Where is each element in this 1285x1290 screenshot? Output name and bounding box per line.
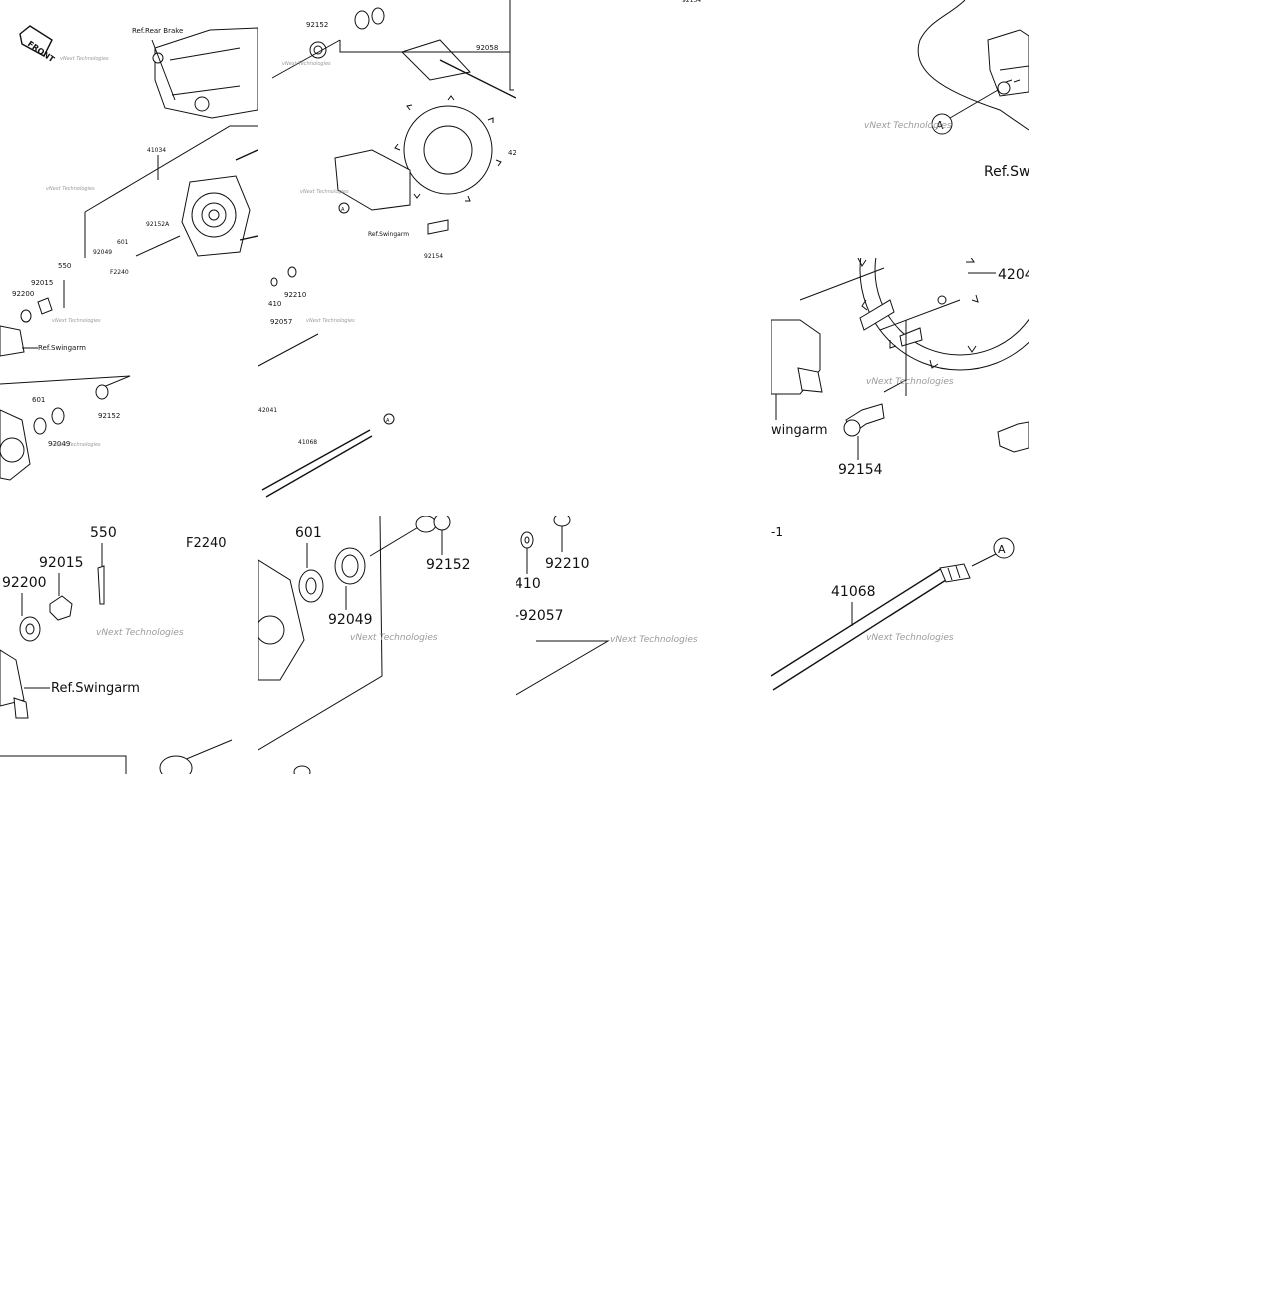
label-92049-a: 92049: [93, 249, 112, 256]
overview-tile-4: 92210 410 92057 42041 41068 A vNext Tech…: [258, 266, 395, 498]
label-92015: 92015: [39, 555, 84, 571]
label-92154-top: 92154: [424, 253, 443, 260]
label-92049-ov: 92049: [48, 440, 70, 448]
zoom-tile-swingarm: A Ref.Sw vNext Technologies: [864, 0, 1030, 180]
circle-a-axle: A: [998, 543, 1006, 556]
label-92049: 92049: [328, 612, 373, 628]
label-92152-top: 92152: [306, 21, 328, 29]
watermark-text: vNext Technologies: [866, 377, 954, 387]
overview-tile-3: 550 92015 92200 F2240 Ref.Swingarm 601 9…: [0, 262, 131, 481]
label-550: 550: [90, 525, 117, 541]
watermark-text: vNext Technologies: [300, 189, 349, 195]
label-1-partial: -1: [771, 525, 783, 539]
zoom-tile-washers: 410 92210 -92057 vNext Technologies: [514, 516, 698, 696]
label-601-a: 601: [117, 239, 129, 246]
watermark-text: vNext Technologies: [46, 186, 95, 192]
zoom-tile-cotter-nut: 550 92015 92200 F2240 Ref.Swingarm vNext…: [0, 525, 233, 774]
label-41068: 41068: [831, 584, 876, 600]
watermark-text: vNext Technologies: [60, 56, 109, 62]
fig-label: F2240: [186, 536, 227, 551]
label-92200-ov: 92200: [12, 290, 34, 298]
label-92152-ov: 92152: [98, 412, 120, 420]
label-92210: 92210: [545, 556, 590, 572]
circle-a-label: A: [341, 207, 345, 213]
watermark-text: vNext Technologies: [52, 442, 101, 448]
label-92210-ov: 92210: [284, 291, 306, 299]
watermark-text: vNext Technologies: [96, 628, 184, 638]
label-92154: 92154: [838, 462, 883, 478]
label-4204-partial: 4204: [998, 267, 1034, 283]
top-crop-label: 92154: [682, 0, 701, 4]
ref-swingarm-partial: Ref.Sw: [984, 164, 1030, 180]
label-41034: 41034: [147, 147, 166, 154]
label-41068-ov: 41068: [298, 439, 317, 446]
watermark-text: vNext Technologies: [350, 633, 438, 643]
zoom-tile-sprocket: 4204 wingarm 92154 vNext Technologies: [771, 258, 1034, 478]
overview-tile-1: FRONT Ref.Rear Brake 41034 92152A 601 92…: [19, 25, 258, 258]
zoom-tile-bearings: 601 92049 92152 vNext Technologies: [258, 516, 471, 774]
watermark-text: vNext Technologies: [282, 61, 331, 67]
label-92152a: 92152A: [146, 221, 170, 228]
label-550-ov: 550: [58, 262, 71, 270]
label-92015-ov: 92015: [31, 279, 53, 287]
watermark-text: vNext Technologies: [610, 635, 698, 645]
label-410: 410: [514, 576, 541, 592]
label-92057-ov: 92057: [270, 318, 292, 326]
label-92200: 92200: [2, 575, 47, 591]
watermark-text: vNext Technologies: [864, 121, 952, 131]
ref-rear-brake-label: Ref.Rear Brake: [132, 27, 183, 35]
label-601-ov: 601: [32, 396, 45, 404]
swingarm-partial-label: wingarm: [771, 423, 827, 438]
label-92057: -92057: [514, 608, 564, 624]
watermark-text: vNext Technologies: [306, 318, 355, 324]
watermark-text: vNext Technologies: [52, 318, 101, 324]
ref-swingarm-label: Ref.Swingarm: [51, 681, 140, 696]
watermark-text: vNext Technologies: [866, 633, 954, 643]
front-label: FRONT: [26, 39, 57, 64]
label-92058: 92058: [476, 44, 498, 52]
front-arrow-icon: FRONT: [19, 25, 57, 64]
circle-a-ov: A: [386, 418, 390, 424]
label-410-ov: 410: [268, 300, 281, 308]
ref-swingarm-label-ov: Ref.Swingarm: [38, 344, 86, 352]
ref-swingarm-label: Ref.Swingarm: [368, 231, 409, 238]
circle-a: A: [936, 119, 944, 132]
fig-label-ov: F2240: [110, 269, 129, 276]
zoom-tile-axle: -1 A 41068 vNext Technologies: [771, 525, 1015, 691]
label-92152: 92152: [426, 557, 471, 573]
label-42041-top: 42041: [508, 149, 530, 157]
label-42041-ov: 42041: [258, 407, 277, 414]
overview-tile-2: 92152 92058 42041 A Ref.Swingarm 92154 v…: [271, 0, 530, 260]
label-601: 601: [295, 525, 322, 541]
